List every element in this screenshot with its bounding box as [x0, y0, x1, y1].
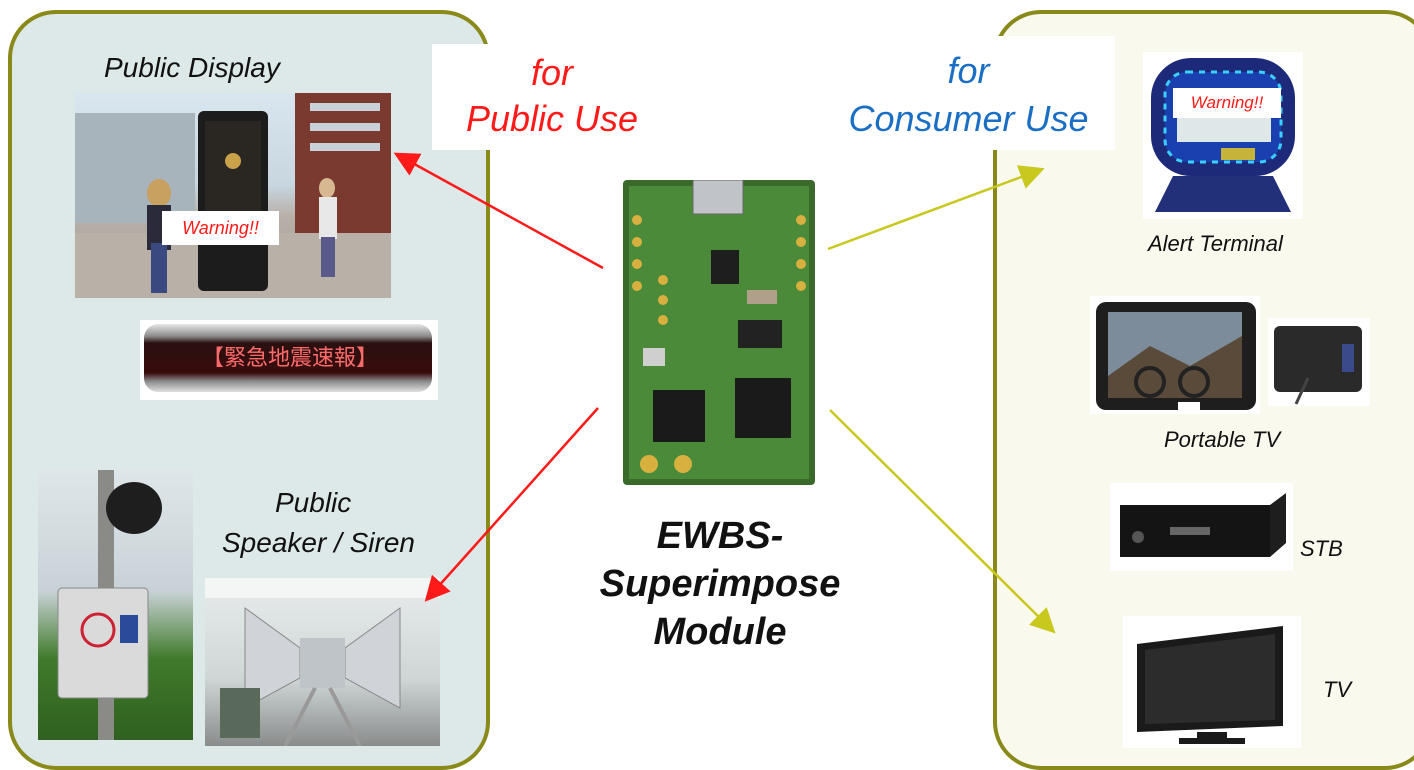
- module-title-line-3: Module: [653, 611, 787, 653]
- public-heading-line-2: Public Use: [465, 98, 639, 139]
- speaker-pole-graphic: [57, 470, 162, 740]
- public-display-label: Public Display: [104, 52, 280, 83]
- led-sign-text: 【緊急地震速報】: [201, 346, 378, 371]
- module-title: EWBS- Superimpose Module: [575, 512, 865, 656]
- arrow-to-public-display: [393, 152, 604, 270]
- arrow-to-tv: [829, 409, 1056, 634]
- speaker-label-line-1: Public: [275, 487, 352, 518]
- stb-photo: [1110, 483, 1293, 571]
- siren-graphic: [205, 578, 440, 746]
- alert-terminal-label: Alert Terminal: [1148, 231, 1283, 256]
- stb-graphic: [1120, 493, 1286, 557]
- portable-tv-back-photo: [1268, 318, 1370, 406]
- stb-label: STB: [1300, 536, 1343, 561]
- consumer-heading-line-2: Consumer Use: [848, 98, 1089, 139]
- portable-tv-back-graphic: [1274, 326, 1362, 405]
- module-title-line-1: EWBS-: [656, 515, 784, 557]
- led-sign-body: [144, 324, 432, 392]
- ewbs-module-board: [623, 180, 815, 485]
- consumer-use-heading: for Consumer Use: [822, 36, 1115, 150]
- speaker-pole-photo: [38, 470, 193, 740]
- portable-tv-photo: [1090, 296, 1260, 414]
- alert-terminal-photo: Warning!!: [1143, 52, 1303, 219]
- portable-tv-label: Portable TV: [1164, 427, 1281, 452]
- portable-tv-graphic: [1096, 302, 1256, 410]
- public-use-heading: for Public Use: [432, 44, 672, 150]
- public-display-photo: Warning!!: [75, 93, 391, 298]
- circuit-board-graphic: [629, 180, 809, 479]
- speaker-label-line-2: Speaker / Siren: [222, 527, 415, 558]
- tv-photo: [1123, 616, 1301, 748]
- public-heading-line-1: for: [530, 52, 573, 93]
- consumer-heading-line-1: for: [947, 50, 990, 91]
- tv-label: TV: [1323, 677, 1352, 702]
- alert-terminal-warning: Warning!!: [1173, 88, 1281, 118]
- tv-graphic: [1137, 626, 1283, 744]
- led-sign: 【緊急地震速報】: [140, 320, 438, 400]
- module-title-line-2: Superimpose: [599, 563, 841, 605]
- arrow-to-alert-terminal: [827, 165, 1045, 251]
- arrow-to-public-speaker: [424, 407, 599, 602]
- siren-photo: [205, 578, 440, 746]
- display-warning-label: Warning!!: [162, 211, 279, 245]
